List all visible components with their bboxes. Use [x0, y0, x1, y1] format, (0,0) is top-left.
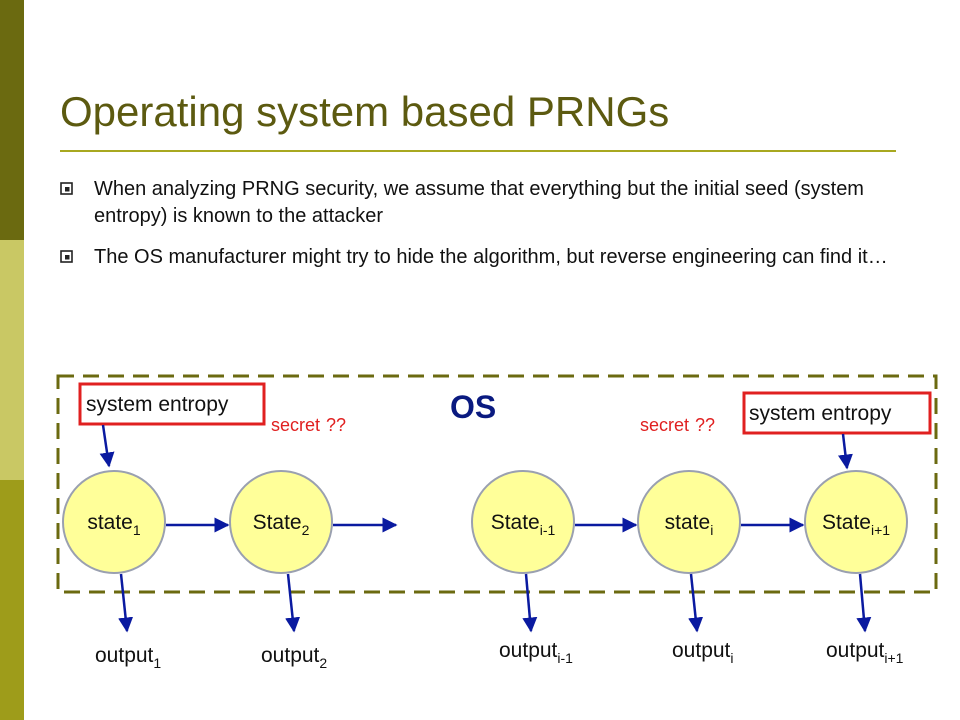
output-label: outputi	[672, 639, 734, 666]
output-label: output1	[95, 644, 161, 671]
secret-label-right: secret??	[640, 415, 715, 435]
bullet-item: When analyzing PRNG security, we assume …	[60, 176, 910, 230]
side-bar-top	[0, 0, 24, 240]
output-label: outputi+1	[826, 639, 904, 666]
entropy-arrow-right	[837, 433, 853, 470]
secret-label-left: secret??	[271, 415, 346, 435]
state-label: state1	[87, 511, 141, 538]
state-label: State2	[253, 511, 310, 538]
output-arrow	[522, 573, 538, 633]
state-label: Statei+1	[822, 511, 890, 538]
state-label: Statei-1	[491, 511, 556, 538]
output-arrow	[118, 573, 134, 633]
os-boundary	[56, 374, 938, 594]
state-label: statei	[665, 511, 714, 538]
side-bar-middle	[0, 240, 24, 480]
state-node	[62, 470, 166, 574]
bullet-item: The OS manufacturer might try to hide th…	[60, 244, 910, 271]
entropy-box-right	[742, 391, 932, 435]
entropy-label-right: system entropy	[749, 402, 892, 425]
slide-title: Operating system based PRNGs	[60, 88, 670, 135]
entropy-box-left	[78, 382, 266, 426]
square-bullet-icon	[60, 250, 73, 263]
entropy-arrow-left	[99, 424, 115, 468]
state-node	[471, 470, 575, 574]
output-label: output2	[261, 644, 327, 671]
state-node	[229, 470, 333, 574]
bullet-text: The OS manufacturer might try to hide th…	[94, 246, 888, 268]
bullet-list: When analyzing PRNG security, we assume …	[60, 176, 910, 285]
os-label: OS	[450, 389, 496, 425]
output-label: outputi-1	[499, 639, 573, 666]
output-arrow	[856, 573, 872, 633]
state-node	[804, 470, 908, 574]
output-arrow	[688, 573, 704, 633]
prng-state-diagram: OS system entropy system entropy secret?…	[56, 374, 938, 671]
bullet-text: When analyzing PRNG security, we assume …	[94, 178, 864, 227]
side-bar-bottom	[0, 480, 24, 720]
output-arrow	[285, 573, 301, 633]
title-divider	[60, 150, 896, 152]
state-node	[637, 470, 741, 574]
entropy-label-left: system entropy	[86, 393, 229, 416]
side-bar	[0, 0, 24, 720]
square-bullet-icon	[60, 182, 73, 195]
